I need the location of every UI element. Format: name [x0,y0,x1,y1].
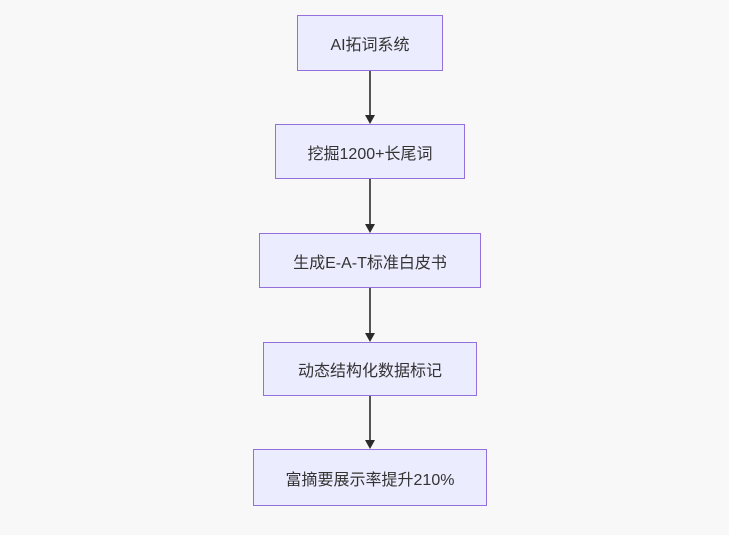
arrow-head-icon [365,115,375,124]
arrow-down-4 [364,396,376,449]
flow-node-ai-keyword-system: AI拓词系统 [297,15,443,71]
arrow-head-icon [365,440,375,449]
arrow-down-2 [364,179,376,233]
flow-node-structured-data-markup: 动态结构化数据标记 [263,342,477,396]
flow-node-label: AI拓词系统 [330,37,410,54]
flow-node-label: 富摘要展示率提升210% [285,471,455,489]
arrow-line [369,396,371,440]
arrow-line [369,288,371,333]
flow-node-label: 生成E-A-T标准白皮书 [293,254,447,272]
flow-node-rich-snippet-result: 富摘要展示率提升210% [253,449,487,506]
flow-node-label: 动态结构化数据标记 [297,363,442,380]
arrow-down-1 [364,71,376,124]
arrow-head-icon [365,333,375,342]
arrow-line [369,71,371,115]
arrow-line [369,179,371,224]
arrow-down-3 [364,288,376,342]
flow-node-label: 挖掘1200+长尾词 [307,145,433,163]
arrow-head-icon [365,224,375,233]
flow-node-longtail-mining: 挖掘1200+长尾词 [275,124,465,179]
flow-node-eat-whitepaper: 生成E-A-T标准白皮书 [259,233,481,288]
